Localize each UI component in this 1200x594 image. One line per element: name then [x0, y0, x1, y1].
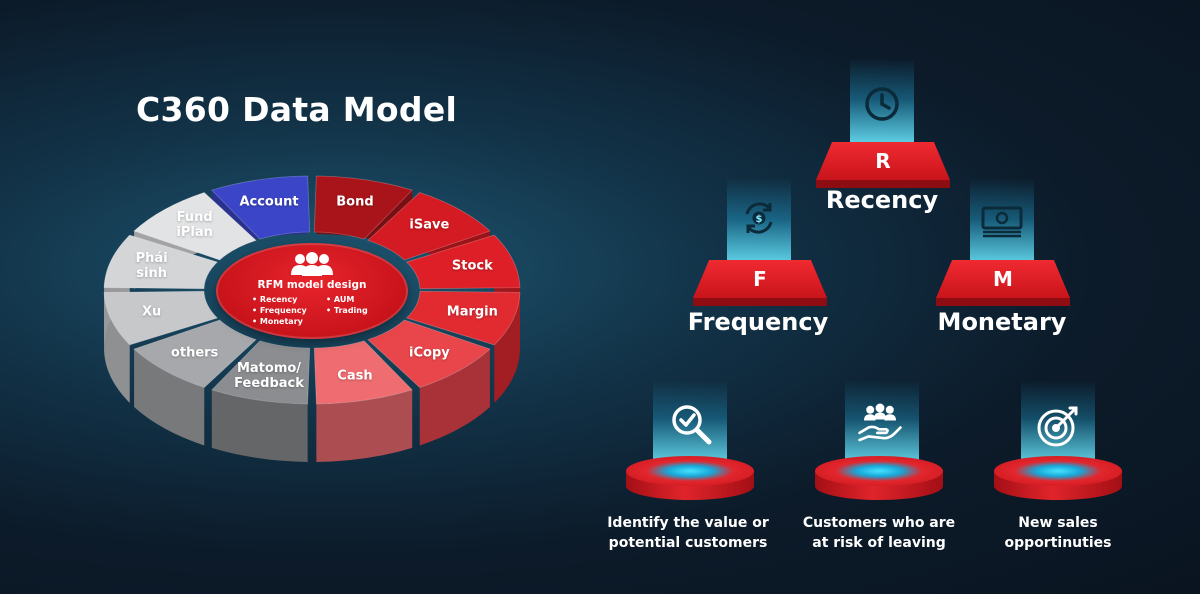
wheel-segment-label: Xu [142, 304, 162, 320]
hand-people-icon [856, 402, 904, 446]
wheel-segment-label: iCopy [409, 345, 450, 361]
hub-list-left: Recency Frequency Monetary [252, 295, 307, 327]
wheel-segment-7 [211, 340, 311, 405]
wheel-segment-label: Bond [336, 194, 374, 210]
wheel-segment-1 [313, 175, 413, 240]
target-icon [1034, 404, 1082, 448]
hub-list-right: AUM Trading [326, 295, 368, 317]
wheel-segment-side [104, 292, 130, 403]
wheel-segment-side [316, 389, 413, 462]
cycle-money-icon: $ [735, 196, 783, 240]
wheel-segment-label: Phái sinh [135, 250, 168, 281]
monetary-label: Monetary [937, 308, 1067, 336]
wheel-segment-4 [405, 290, 521, 346]
outcome-label-text: New sales opportinuties [1004, 515, 1112, 551]
outcome-beam [1021, 380, 1095, 466]
wheel-segment-3 [405, 234, 521, 290]
wheel-segment-side [134, 349, 205, 446]
outcome-label-text: Identify the value or potential customer… [607, 515, 769, 551]
page-title: C360 Data Model [136, 90, 458, 129]
frequency-label: Frequency [687, 308, 829, 336]
outcome-beam [653, 380, 727, 466]
data-model-wheel [103, 175, 521, 462]
outcome-pedestal [994, 456, 1122, 504]
frequency-letter: F [753, 267, 767, 291]
wheel-segment-label: Matomo/ Feedback [234, 360, 304, 391]
wheel-segment-2 [367, 192, 491, 261]
wheel-segment-label: iSave [409, 217, 450, 233]
wheel-segment-label: Stock [451, 258, 493, 274]
wheel-segment-6 [313, 340, 413, 405]
recency-letter: R [875, 149, 891, 173]
outcome-beam [845, 380, 919, 466]
wheel-segment-0 [211, 175, 311, 240]
frequency-plate: F [693, 260, 827, 298]
recency-plate: R [816, 142, 950, 180]
wheel-segment-side [211, 389, 308, 462]
hub-title: RFM model design [257, 279, 367, 291]
outcome-label: Identify the value or potential customer… [607, 514, 769, 553]
monetary-plate: M [936, 260, 1070, 298]
outcome-pedestal [626, 456, 754, 504]
hub-item: Frequency [252, 306, 307, 317]
frequency-plate-base [693, 298, 827, 306]
wheel-segment-8 [133, 319, 257, 388]
recency-plate-base [816, 180, 950, 188]
hub-item: Trading [326, 306, 368, 317]
monetary-letter: M [993, 267, 1013, 291]
search-check-icon [667, 402, 715, 446]
outcome-label: Customers who are at risk of leaving [803, 514, 955, 553]
outcome-pedestal [815, 456, 943, 504]
wheel-segment-label: Cash [337, 368, 373, 384]
banknote-icon [978, 198, 1026, 242]
hub-item: Monetary [252, 317, 307, 328]
outcome-label: New sales opportinuties [1005, 514, 1112, 553]
monetary-plate-base [936, 298, 1070, 306]
recency-label: Recency [825, 186, 939, 214]
clock-icon [858, 82, 906, 126]
outcome-label-text: Customers who are at risk of leaving [802, 515, 956, 551]
wheel-segment-11 [133, 192, 257, 261]
wheel-segment-side [494, 292, 520, 403]
wheel-segment-label: Fund iPlan [176, 210, 213, 241]
svg-text:$: $ [756, 214, 763, 225]
wheel-segment-label: Margin [446, 304, 498, 320]
wheel-segment-side [419, 349, 490, 446]
hub-item: Recency [252, 295, 307, 306]
wheel-segment-5 [367, 319, 491, 388]
rfm-hub: RFM model design Recency Frequency Monet… [216, 243, 408, 339]
wheel-segment-10 [103, 234, 219, 290]
wheel-segment-label: others [170, 345, 219, 361]
hub-item: AUM [326, 295, 368, 306]
people-group-icon [291, 252, 333, 276]
wheel-segment-label: Account [239, 194, 299, 210]
wheel-segment-9 [103, 290, 219, 346]
